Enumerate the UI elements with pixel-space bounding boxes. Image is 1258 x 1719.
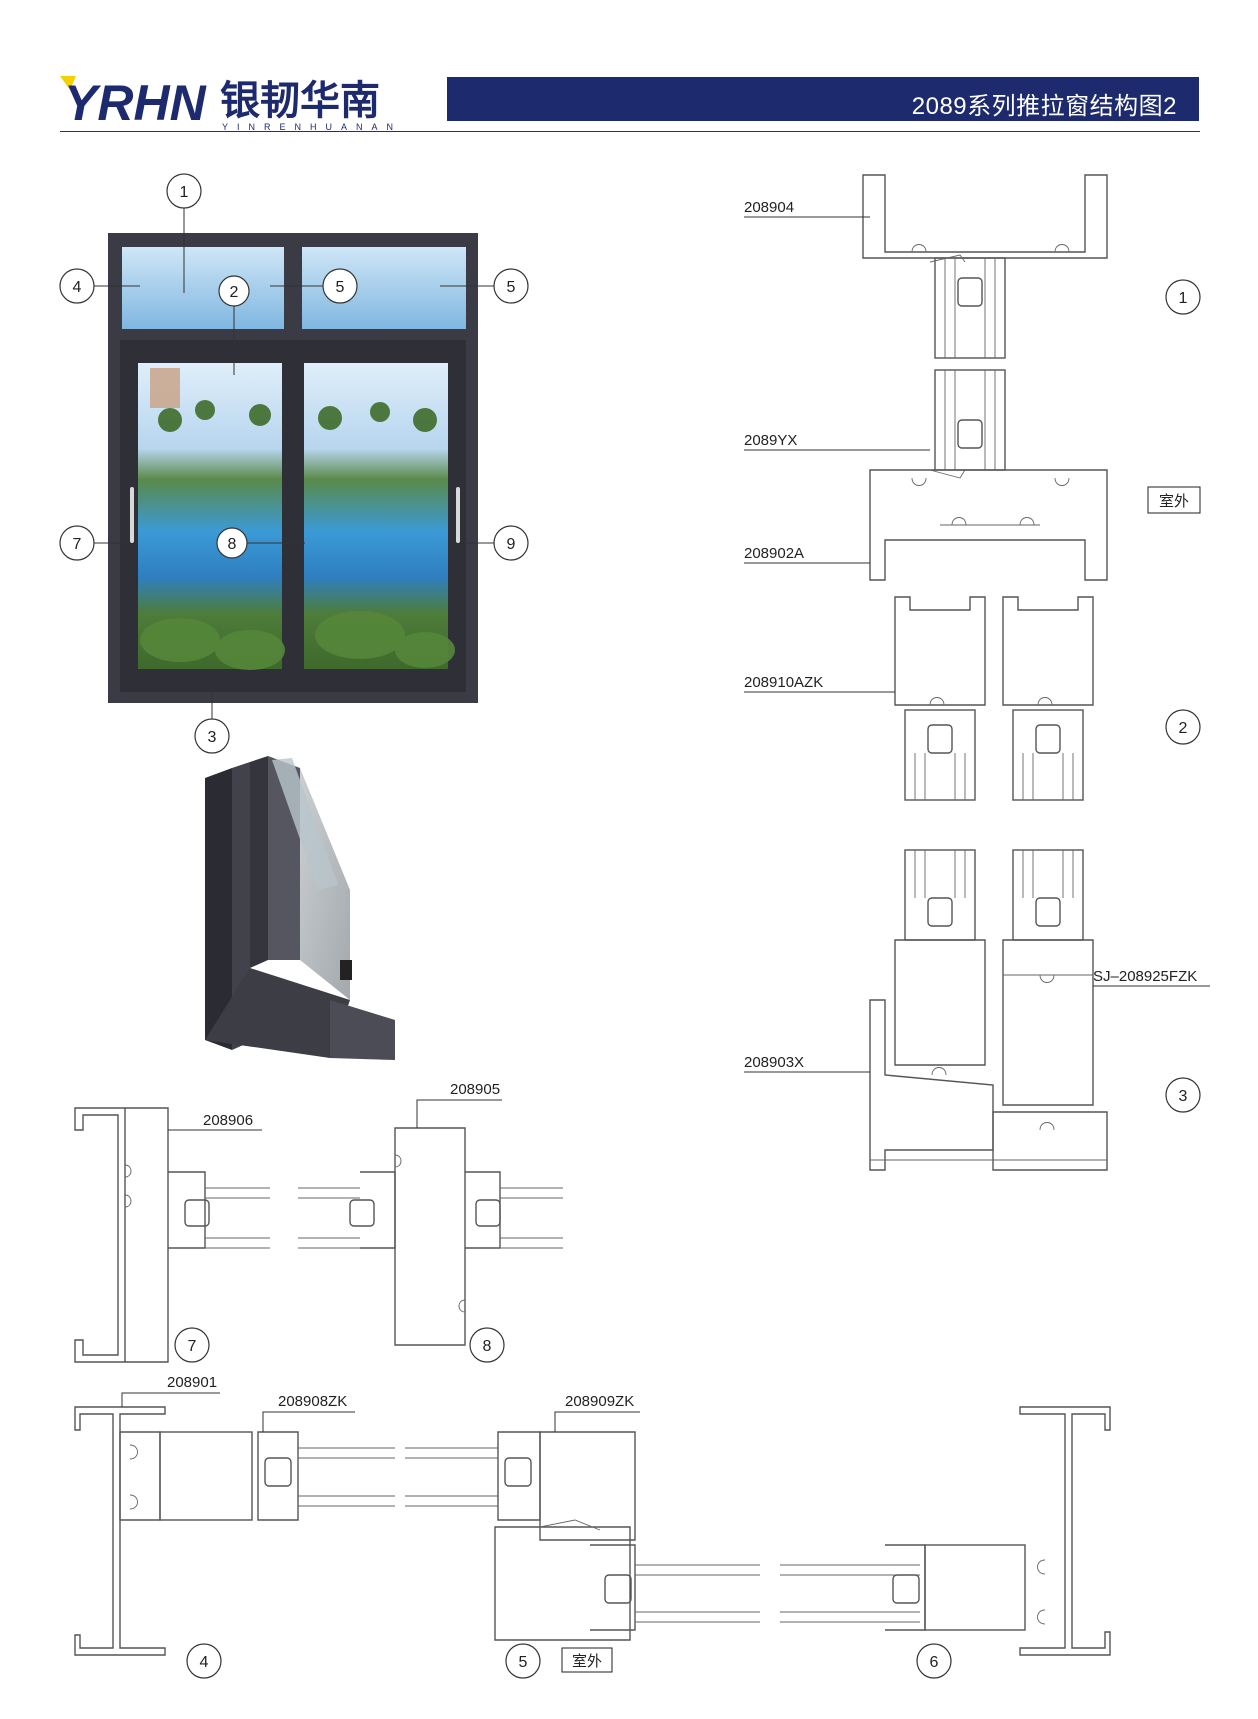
label-208908ZK: 208908ZK bbox=[278, 1393, 347, 1410]
callout-window-1: 1 bbox=[166, 173, 202, 209]
svg-text:8: 8 bbox=[228, 536, 237, 553]
brand-logo: YRHN 银韧华南 YINRENHUANAN bbox=[60, 74, 440, 134]
label-208902A: 208902A bbox=[744, 545, 804, 562]
svg-text:5: 5 bbox=[507, 279, 516, 296]
callout-window-4: 4 bbox=[59, 268, 95, 304]
svg-text:4: 4 bbox=[200, 1654, 209, 1671]
callout-window-5b: 5 bbox=[493, 268, 529, 304]
callout-window-2: 2 bbox=[218, 275, 250, 307]
logo-mark-text: YRHN bbox=[64, 75, 207, 131]
callout-section-1: 1 bbox=[1165, 279, 1201, 315]
callout-section-6: 6 bbox=[916, 1643, 952, 1679]
svg-text:7: 7 bbox=[73, 536, 82, 553]
left-handle-icon bbox=[130, 487, 134, 543]
label-208901: 208901 bbox=[167, 1374, 217, 1391]
svg-text:9: 9 bbox=[507, 536, 516, 553]
logo-mark-icon: YRHN 银韧华南 YINRENHUANAN bbox=[60, 75, 402, 132]
label-SJ-208925FZK: SJ–208925FZK bbox=[1093, 968, 1197, 985]
window-elevation bbox=[108, 233, 478, 703]
callout-section-5: 5 bbox=[505, 1643, 541, 1679]
outdoor-label-right: 室外 bbox=[1147, 486, 1201, 514]
svg-text:8: 8 bbox=[483, 1338, 492, 1355]
callout-window-5a: 5 bbox=[322, 268, 358, 304]
svg-text:2: 2 bbox=[1179, 720, 1188, 737]
label-208905: 208905 bbox=[450, 1081, 500, 1098]
brand-chinese-name: 银韧华南 bbox=[220, 79, 380, 123]
label-2089YX: 2089YX bbox=[744, 432, 797, 449]
callout-section-3: 3 bbox=[1165, 1077, 1201, 1113]
label-208903X: 208903X bbox=[744, 1054, 804, 1071]
svg-text:5: 5 bbox=[519, 1654, 528, 1671]
page-title: 2089系列推拉窗结构图2 bbox=[911, 93, 1177, 120]
label-208904: 208904 bbox=[744, 199, 794, 216]
label-208906: 208906 bbox=[203, 1112, 253, 1129]
callout-window-7: 7 bbox=[59, 525, 95, 561]
svg-text:1: 1 bbox=[180, 184, 189, 201]
svg-text:室外: 室外 bbox=[1159, 493, 1189, 510]
svg-text:1: 1 bbox=[1179, 290, 1188, 307]
callout-window-8: 8 bbox=[216, 527, 248, 559]
vertical-section bbox=[862, 174, 1108, 1171]
label-208910AZK: 208910AZK bbox=[744, 674, 823, 691]
vertical-section-labels: 208904 2089YX 208902A 208910AZK SJ–20892… bbox=[744, 199, 1210, 1113]
outdoor-label-bottom: 室外 bbox=[561, 1647, 613, 1673]
svg-text:5: 5 bbox=[336, 279, 345, 296]
header-divider bbox=[60, 131, 1200, 132]
callout-section-2: 2 bbox=[1165, 709, 1201, 745]
horizontal-section-7-8: 208906 208905 7 8 bbox=[74, 1081, 563, 1363]
svg-text:7: 7 bbox=[188, 1338, 197, 1355]
callout-section-8: 8 bbox=[469, 1327, 505, 1363]
header-title-bar: 2089系列推拉窗结构图2 bbox=[447, 77, 1199, 121]
callout-window-9: 9 bbox=[493, 525, 529, 561]
svg-text:3: 3 bbox=[1179, 1088, 1188, 1105]
callout-section-7: 7 bbox=[174, 1327, 210, 1363]
callout-window-3: 3 bbox=[194, 718, 230, 754]
svg-text:4: 4 bbox=[73, 279, 82, 296]
svg-text:3: 3 bbox=[208, 729, 217, 746]
horizontal-section-4-5-6: 208901 208908ZK 208909ZK 室外 4 5 6 bbox=[74, 1374, 1111, 1679]
right-handle-icon bbox=[456, 487, 460, 543]
corner-section-3d bbox=[205, 756, 395, 1060]
window-callouts: 1 2 3 4 5 5 7 8 9 bbox=[59, 173, 529, 754]
label-208909ZK: 208909ZK bbox=[565, 1393, 634, 1410]
svg-text:2: 2 bbox=[230, 284, 239, 301]
brand-pinyin: YINRENHUANAN bbox=[222, 122, 402, 132]
callout-section-4: 4 bbox=[186, 1643, 222, 1679]
svg-text:室外: 室外 bbox=[572, 1653, 602, 1670]
transom-glass-left bbox=[122, 247, 284, 329]
svg-text:6: 6 bbox=[930, 1654, 939, 1671]
